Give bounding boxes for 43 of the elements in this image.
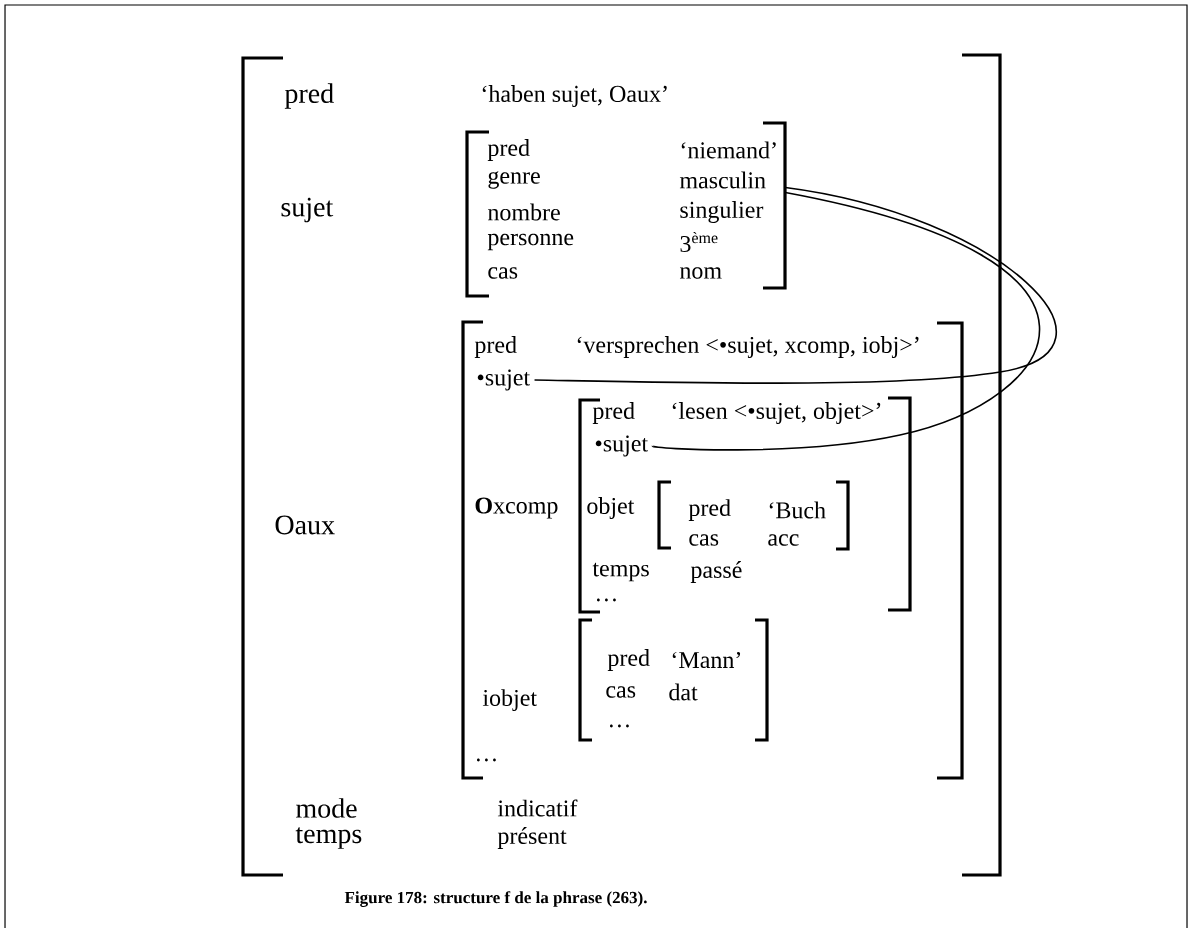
attribute-name: genre [488,171,540,189]
attribute-value: présent [497,827,567,849]
attribute-value: ‘versprechen <•sujet, xcomp, iobj>’ [577,336,919,358]
attribute-name: Oaux [275,515,335,535]
attribute-name: nombre [488,203,560,221]
figure-caption: Figure 178: structure f de la phrase (263). [344,891,647,907]
attribute-name: pred [592,402,635,424]
attribute-name: iobjet [482,689,537,711]
attribute-value: ‘Buch [769,501,826,519]
attribute-value: ‘haben sujet, Oaux’ [482,85,667,107]
attribute-name: cas [689,534,719,546]
attribute-value: ‘niemand’ [681,141,776,159]
attribute-name: cas [606,686,636,698]
attribute-name: •sujet [595,435,648,457]
attribute-name: objet [587,497,635,519]
attribute-name: sujet [281,197,334,223]
connector-line [651,191,1041,451]
attribute-value: ‘lesen <•sujet, objet>’ [672,402,881,424]
attribute-name: pred [284,83,334,109]
attribute-name: temps [592,562,649,582]
ellipsis: … [596,598,616,602]
attribute-value: passé [690,561,742,583]
ellipsis: … [609,724,629,728]
connector-line [533,186,1057,384]
attribute-name: cas [488,267,518,279]
attribute-value: masculin [679,171,766,189]
attribute-name: •sujet [477,369,530,391]
attribute-name: pred [474,336,517,358]
attribute-value: indicatif [497,799,578,817]
attribute-value: acc [768,534,799,546]
attribute-name: pred [607,649,650,671]
ellipsis: … [476,758,496,762]
attribute-name: pred [487,139,530,161]
attribute-value: ‘Mann’ [672,651,741,669]
attribute-name: Oxcomp [475,497,558,519]
attribute-name: pred [688,499,731,521]
attribute-value: dat [669,683,698,701]
attribute-name: personne [487,233,574,251]
attribute-value: singulier [680,201,764,223]
attribute-value: 3$^{ème}$ [680,231,718,253]
attribute-name: temps [295,827,362,849]
attribute-name: mode [296,798,357,818]
attribute-value: nom [680,267,722,279]
